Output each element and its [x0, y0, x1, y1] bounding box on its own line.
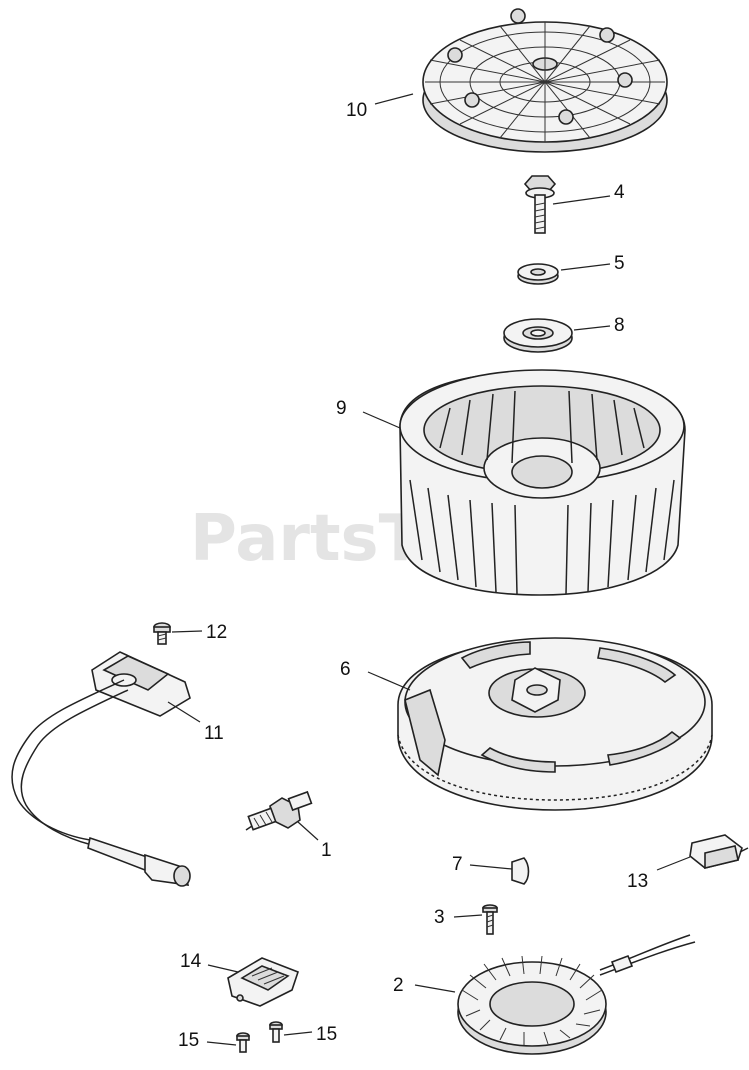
callout-2: 2: [393, 975, 404, 996]
grass-screen-part-10[interactable]: [422, 8, 668, 153]
screw-part-15-left[interactable]: [236, 1032, 250, 1053]
stator-part-2[interactable]: [457, 934, 696, 1055]
screw-part-12[interactable]: [153, 622, 171, 645]
spark-plug-part-1[interactable]: [245, 790, 313, 831]
rectifier-part-13[interactable]: [689, 834, 749, 870]
callout-7: 7: [452, 854, 463, 875]
washer-part-5[interactable]: [517, 263, 559, 285]
ignition-module-part-11[interactable]: [11, 651, 191, 887]
callout-9: 9: [336, 398, 347, 419]
cup-washer-part-8[interactable]: [503, 318, 573, 353]
screw-part-15-right[interactable]: [269, 1021, 283, 1043]
callout-14: 14: [180, 951, 202, 972]
callout-13: 13: [627, 871, 648, 892]
regulator-part-14[interactable]: [227, 957, 299, 1007]
callout-8: 8: [614, 315, 625, 336]
callout-6: 6: [340, 659, 351, 680]
screw-part-3[interactable]: [482, 904, 498, 935]
callout-4: 4: [614, 182, 625, 203]
callout-10: 10: [346, 100, 367, 121]
callout-3: 3: [434, 907, 445, 928]
callout-5: 5: [614, 253, 625, 274]
callout-15-right: 15: [316, 1024, 337, 1045]
callout-11: 11: [204, 723, 224, 744]
callout-12: 12: [206, 622, 227, 643]
key-part-7[interactable]: [511, 857, 530, 885]
flywheel-fan-part-9[interactable]: [399, 369, 686, 596]
bolt-part-4[interactable]: [523, 175, 557, 234]
callout-1: 1: [321, 840, 332, 861]
flywheel-part-6[interactable]: [397, 637, 713, 811]
callout-15-left: 15: [178, 1030, 199, 1051]
